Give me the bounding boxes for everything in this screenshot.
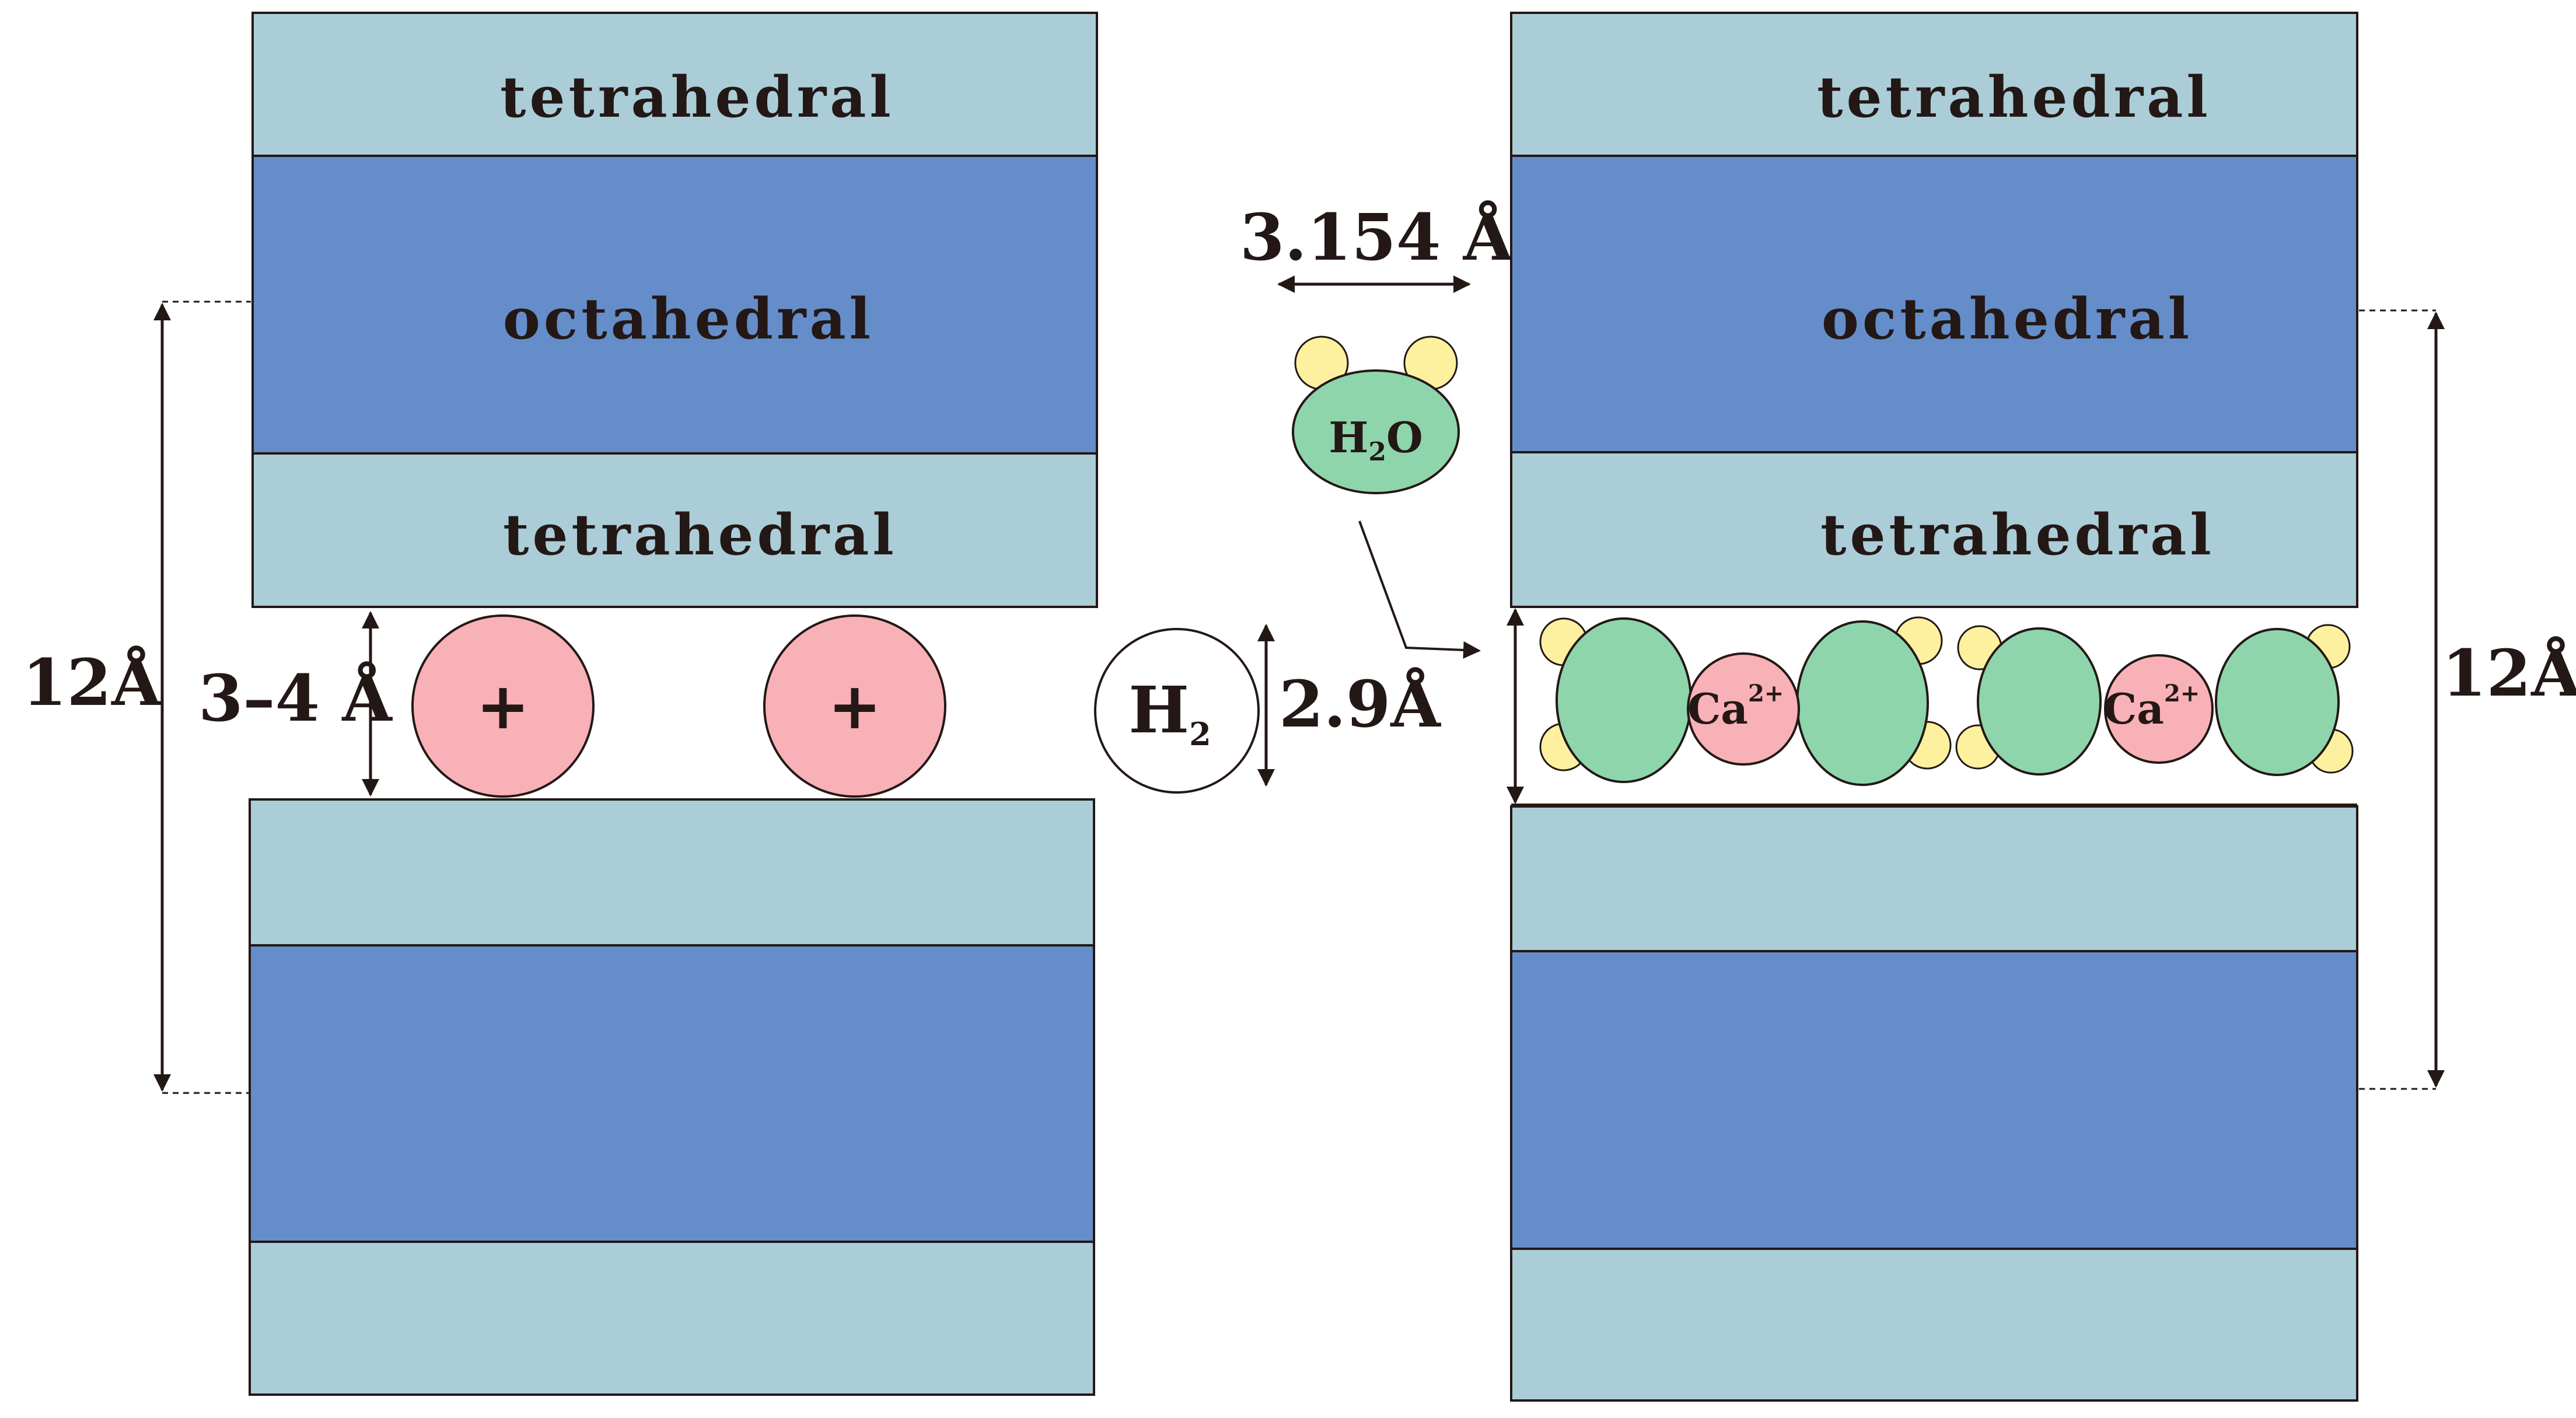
water-size-label: 3.154 Å — [1240, 200, 1514, 275]
right-top-tetrahedral-sheet — [1510, 12, 2358, 157]
water-pointer-arrow — [1358, 521, 1481, 659]
cation-circle-1 — [411, 614, 595, 798]
calcium-ion-2-label: Ca2+ — [2103, 680, 2200, 734]
cation-plus-2: + — [828, 669, 882, 743]
middle-legend: 3.154 Å H2O H2 2.9Å — [1094, 200, 1514, 794]
calcium-ion-2 — [2104, 654, 2214, 764]
right-top-tetrahedral-label: tetrahedral — [1817, 64, 2211, 130]
right-spacing-label: 12Å — [2442, 635, 2576, 711]
left-octahedral-sheet — [251, 155, 1098, 455]
left-lower-octahedral-sheet — [249, 944, 1095, 1243]
right-octahedral-sheet — [1510, 155, 2358, 453]
right-panel: tetrahedral octahedral tetrahedral Ca2+ … — [1507, 12, 2576, 1402]
right-lower-tetrahedral-sheet-1 — [1510, 805, 2358, 952]
cation-circle-2 — [763, 614, 946, 798]
right-octahedral-label: octahedral — [1822, 286, 2193, 352]
left-lower-tetrahedral-sheet-2 — [249, 1241, 1095, 1396]
water-molecule — [1796, 620, 1929, 786]
right-lower-tetrahedral-sheet-2 — [1510, 1248, 2358, 1402]
left-gap-label: 3–4 Å — [198, 661, 393, 736]
water-molecule — [2215, 628, 2340, 776]
left-octahedral-label: octahedral — [503, 286, 874, 352]
water-molecule — [1977, 627, 2102, 776]
left-top-tetrahedral-sheet — [251, 12, 1098, 157]
left-spacing-label: 12Å — [22, 645, 162, 720]
water-oxygen — [1292, 369, 1460, 494]
left-bottom-tetrahedral-sheet — [251, 452, 1098, 608]
hydrogen-size-label: 2.9Å — [1279, 666, 1441, 742]
calcium-ion-1-label: Ca2+ — [1687, 680, 1784, 734]
right-bottom-tetrahedral-sheet — [1510, 451, 2358, 608]
right-lower-octahedral-sheet — [1510, 950, 2358, 1250]
right-bottom-tetrahedral-label: tetrahedral — [1820, 502, 2215, 568]
hydrogen-label: H2 — [1128, 672, 1211, 753]
left-top-tetrahedral-label: tetrahedral — [500, 64, 894, 130]
water-label: H2O — [1329, 413, 1422, 467]
water-molecule — [1556, 617, 1692, 783]
calcium-ion-1 — [1687, 652, 1800, 766]
left-panel: tetrahedral octahedral tetrahedral 12Å 3… — [22, 12, 1098, 1396]
cation-plus-1: + — [476, 669, 530, 743]
left-bottom-tetrahedral-label: tetrahedral — [503, 502, 897, 568]
left-lower-tetrahedral-sheet-1 — [249, 798, 1095, 947]
